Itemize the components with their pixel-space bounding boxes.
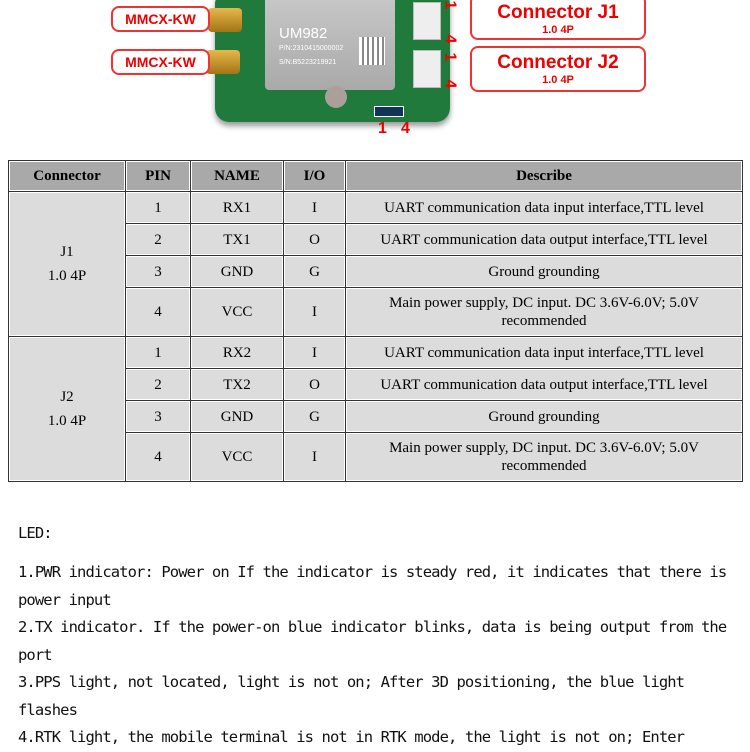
pin-cell: 4 bbox=[125, 287, 191, 337]
describe-cell: Main power supply, DC input. DC 3.6V-6.0… bbox=[345, 432, 743, 482]
connector-sub: 1.0 4P bbox=[542, 24, 574, 36]
connector-name: 1.0 4P bbox=[47, 268, 87, 284]
led-item: 1.PWR indicator: Power on If the indicat… bbox=[18, 563, 727, 609]
led-item: 3.PPS light, not located, light is not o… bbox=[18, 673, 685, 719]
connector-name: J1 bbox=[60, 244, 74, 260]
io-cell: I bbox=[283, 191, 346, 224]
describe-cell: Main power supply, DC input. DC 3.6V-6.0… bbox=[345, 287, 743, 337]
module-name: UM982 bbox=[279, 25, 328, 42]
connector-cell: J2 1.0 4P bbox=[8, 336, 126, 482]
led-heading: LED: bbox=[18, 524, 53, 542]
led-item: 4.RTK light, the mobile terminal is not … bbox=[18, 728, 685, 746]
pin-cell: 2 bbox=[125, 223, 191, 256]
name-cell: TX2 bbox=[190, 368, 284, 401]
pin-cell: 3 bbox=[125, 400, 191, 433]
pin-number: 1 bbox=[441, 0, 459, 10]
pin-cell: 2 bbox=[125, 368, 191, 401]
column-header: NAME bbox=[190, 160, 284, 192]
describe-cell: UART communication data input interface,… bbox=[345, 336, 743, 369]
io-cell: I bbox=[283, 336, 346, 369]
pin-number: 4 bbox=[441, 79, 459, 89]
column-header: Connector bbox=[8, 160, 126, 192]
pin-number: 1 bbox=[378, 120, 387, 137]
name-cell: TX1 bbox=[190, 223, 284, 256]
connector-j2-label: Connector J2 1.0 4P bbox=[470, 46, 646, 92]
bottom-header bbox=[374, 106, 404, 117]
connector-sub: 1.0 4P bbox=[542, 74, 574, 86]
connector-title: Connector J2 bbox=[497, 52, 619, 73]
connector-name: 1.0 4P bbox=[47, 413, 87, 429]
column-header: Describe bbox=[345, 160, 743, 192]
connector-title: Connector J1 bbox=[497, 2, 619, 23]
column-header: PIN bbox=[125, 160, 191, 192]
name-cell: RX2 bbox=[190, 336, 284, 369]
antenna-label: MMCX-KW bbox=[111, 6, 210, 32]
io-cell: I bbox=[283, 432, 346, 482]
pin-cell: 4 bbox=[125, 432, 191, 482]
name-cell: VCC bbox=[190, 432, 284, 482]
describe-cell: Ground grounding bbox=[345, 255, 743, 288]
connector-j1-label: Connector J1 1.0 4P bbox=[470, 0, 646, 40]
name-cell: VCC bbox=[190, 287, 284, 337]
module-pn: P/N:2310415000002 bbox=[279, 45, 344, 52]
module-sn: S/N:B5223219921 bbox=[279, 59, 337, 66]
io-cell: O bbox=[283, 368, 346, 401]
antenna-label: MMCX-KW bbox=[111, 49, 210, 75]
pin-number: 4 bbox=[441, 34, 459, 44]
connector-cell: J1 1.0 4P bbox=[8, 191, 126, 337]
io-cell: G bbox=[283, 255, 346, 288]
j2-connector bbox=[413, 50, 441, 88]
um982-module: UM982 P/N:2310415000002 S/N:B5223219921 bbox=[265, 0, 395, 90]
pin-cell: 1 bbox=[125, 191, 191, 224]
antenna-connector bbox=[206, 50, 240, 74]
name-cell: GND bbox=[190, 400, 284, 433]
buzzer bbox=[325, 86, 347, 108]
io-cell: G bbox=[283, 400, 346, 433]
pin-number: 4 bbox=[401, 120, 410, 137]
pin-number: 1 bbox=[441, 52, 459, 62]
name-cell: RX1 bbox=[190, 191, 284, 224]
io-cell: I bbox=[283, 287, 346, 337]
led-item: 2.TX indicator. If the power-on blue ind… bbox=[18, 618, 727, 664]
name-cell: GND bbox=[190, 255, 284, 288]
j1-connector bbox=[413, 2, 441, 40]
connector-name: J2 bbox=[60, 389, 74, 405]
describe-cell: UART communication data input interface,… bbox=[345, 191, 743, 224]
column-header: I/O bbox=[283, 160, 346, 192]
pin-cell: 1 bbox=[125, 336, 191, 369]
describe-cell: Ground grounding bbox=[345, 400, 743, 433]
describe-cell: UART communication data output interface… bbox=[345, 368, 743, 401]
describe-cell: UART communication data output interface… bbox=[345, 223, 743, 256]
qr-code bbox=[359, 37, 385, 65]
io-cell: O bbox=[283, 223, 346, 256]
antenna-connector bbox=[208, 8, 242, 32]
led-list: 1.PWR indicator: Power on If the indicat… bbox=[18, 559, 743, 752]
pin-cell: 3 bbox=[125, 255, 191, 288]
